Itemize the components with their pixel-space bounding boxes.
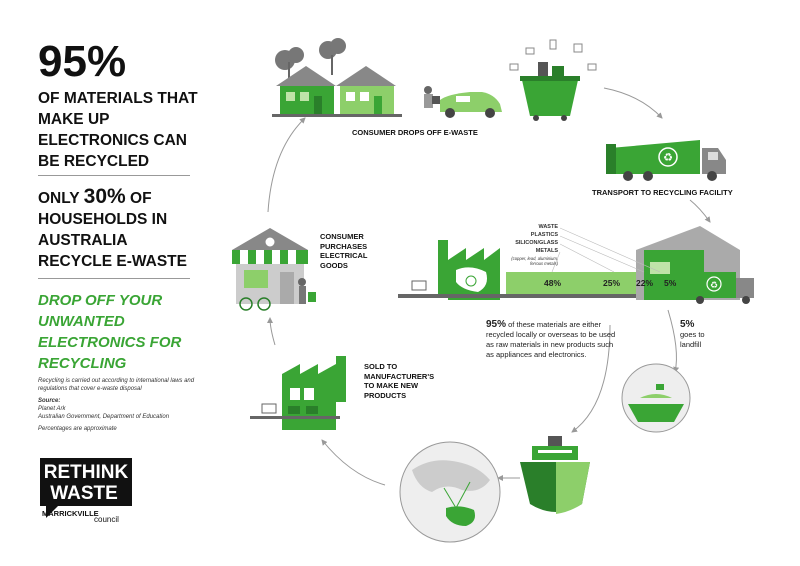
cycle-arrows: [267, 87, 711, 486]
percent-25: 25%: [603, 278, 621, 288]
source-item: Australian Government, Department of Edu…: [38, 414, 170, 420]
step-purchase-label: CONSUMER PURCHASES ELECTRICAL GOODS: [320, 232, 368, 270]
material-waste: WASTE: [538, 224, 558, 230]
percent-48: 48%: [544, 278, 562, 288]
recycling-facility-icon: ♻: [398, 226, 754, 304]
svg-text:♻: ♻: [663, 152, 673, 164]
landfill-note: 5% goes to landfill: [680, 320, 720, 350]
material-metals: METALS: [535, 248, 558, 254]
stat-30-percent: ONLY 30% OF HOUSEHOLDS IN AUSTRALIA RECY…: [38, 186, 198, 272]
source-label: Source:: [38, 398, 61, 404]
stat2-suffix: OF HOUSEHOLDS IN AUSTRALIA RECYCLE E-WAS…: [38, 190, 187, 270]
footnote: Recycling is carried out according to in…: [38, 377, 198, 433]
footnote-text: Recycling is carried out according to in…: [38, 378, 195, 392]
metals-note: (copper, lead, aluminium, ferrous metals…: [511, 256, 558, 266]
rethink-waste-logo: RETHINK WASTE MARRICKVILLE council: [40, 458, 132, 522]
material-silicon-glass: SILICON/GLASS: [515, 240, 558, 246]
landfill-text: goes to landfill: [680, 330, 705, 349]
car-icon: [424, 86, 502, 118]
recycled-percent: 95%: [486, 319, 507, 330]
logo-line3: MARRICKVILLE: [42, 509, 99, 518]
landfill-percent: 5%: [680, 319, 695, 330]
divider: [38, 278, 190, 279]
manufacturer-factory-icon: [250, 356, 346, 430]
stat-95-percent: 95%: [38, 37, 127, 86]
source-item: Planet Ark: [38, 406, 66, 412]
logo-line2: WASTE: [50, 483, 118, 504]
divider: [38, 175, 190, 176]
recycled-materials-note: 95% of these materials are either recycl…: [486, 320, 621, 360]
recycled-text: of these materials are either recycled l…: [486, 320, 616, 359]
step-drop-off-label: CONSUMER DROPS OFF E-WASTE: [352, 128, 478, 137]
stat2-percent: 30%: [83, 185, 126, 208]
recycling-truck-icon: ♻: [606, 140, 726, 181]
stat-95-caption: OF MATERIALS THAT MAKE UP ELECTRONICS CA…: [38, 90, 198, 170]
percent-22: 22%: [636, 278, 654, 288]
step-manufacturer-label: SOLD TO MANUFACTURER'S TO MAKE NEW PRODU…: [364, 362, 435, 400]
logo-line1: RETHINK: [44, 462, 129, 483]
houses-icon: [272, 38, 402, 117]
approx-note: Percentages are approximate: [38, 426, 117, 432]
landfill-icon: [621, 363, 691, 433]
stat2-prefix: ONLY: [38, 190, 84, 207]
e-waste-bin-icon: [509, 39, 597, 121]
svg-text:♻: ♻: [710, 280, 718, 290]
shop-icon: [232, 228, 316, 311]
percent-5: 5%: [664, 278, 677, 288]
world-map-icon: [399, 441, 501, 543]
step-transport-label: TRANSPORT TO RECYCLING FACILITY: [592, 188, 733, 197]
material-plastics: PLASTICS: [530, 232, 558, 238]
cargo-ship-icon: [520, 436, 590, 514]
logo-line4: council: [94, 515, 119, 522]
call-to-action: DROP OFF YOUR UNWANTED ELECTRONICS FOR R…: [38, 292, 182, 372]
